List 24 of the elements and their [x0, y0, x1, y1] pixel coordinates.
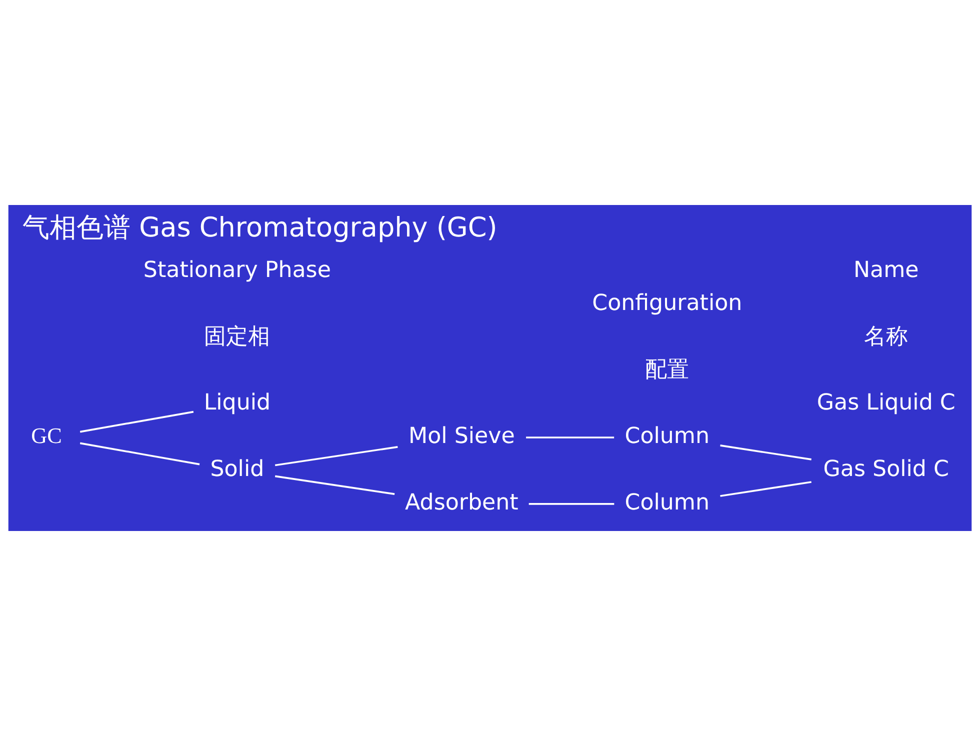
label: 固定相 — [204, 322, 270, 349]
connector — [720, 444, 812, 460]
node-text: Adsorbent — [405, 488, 518, 515]
node-text: Column — [624, 488, 710, 515]
label: Configuration — [592, 290, 742, 316]
node-text: GC — [31, 422, 62, 448]
connector — [274, 474, 395, 494]
node-text: Column — [624, 422, 710, 448]
connector — [528, 502, 614, 504]
connector — [80, 442, 200, 465]
label: 名称 — [864, 322, 908, 349]
connector — [720, 480, 812, 496]
node-text: Gas Solid C — [823, 456, 949, 482]
connector — [80, 410, 194, 432]
label: Stationary Phase — [143, 256, 331, 282]
label: Name — [853, 256, 919, 282]
label: 配置 — [645, 356, 690, 382]
connector — [526, 436, 614, 438]
node-text: Liquid — [204, 389, 271, 416]
connector — [274, 446, 398, 466]
node-text: Solid — [210, 456, 264, 482]
node-text: Gas Liquid C — [816, 389, 956, 416]
diagram-title: 气相色谱 Gas Chromatography (GC) — [22, 212, 498, 243]
node-text: Mol Sieve — [408, 422, 515, 448]
